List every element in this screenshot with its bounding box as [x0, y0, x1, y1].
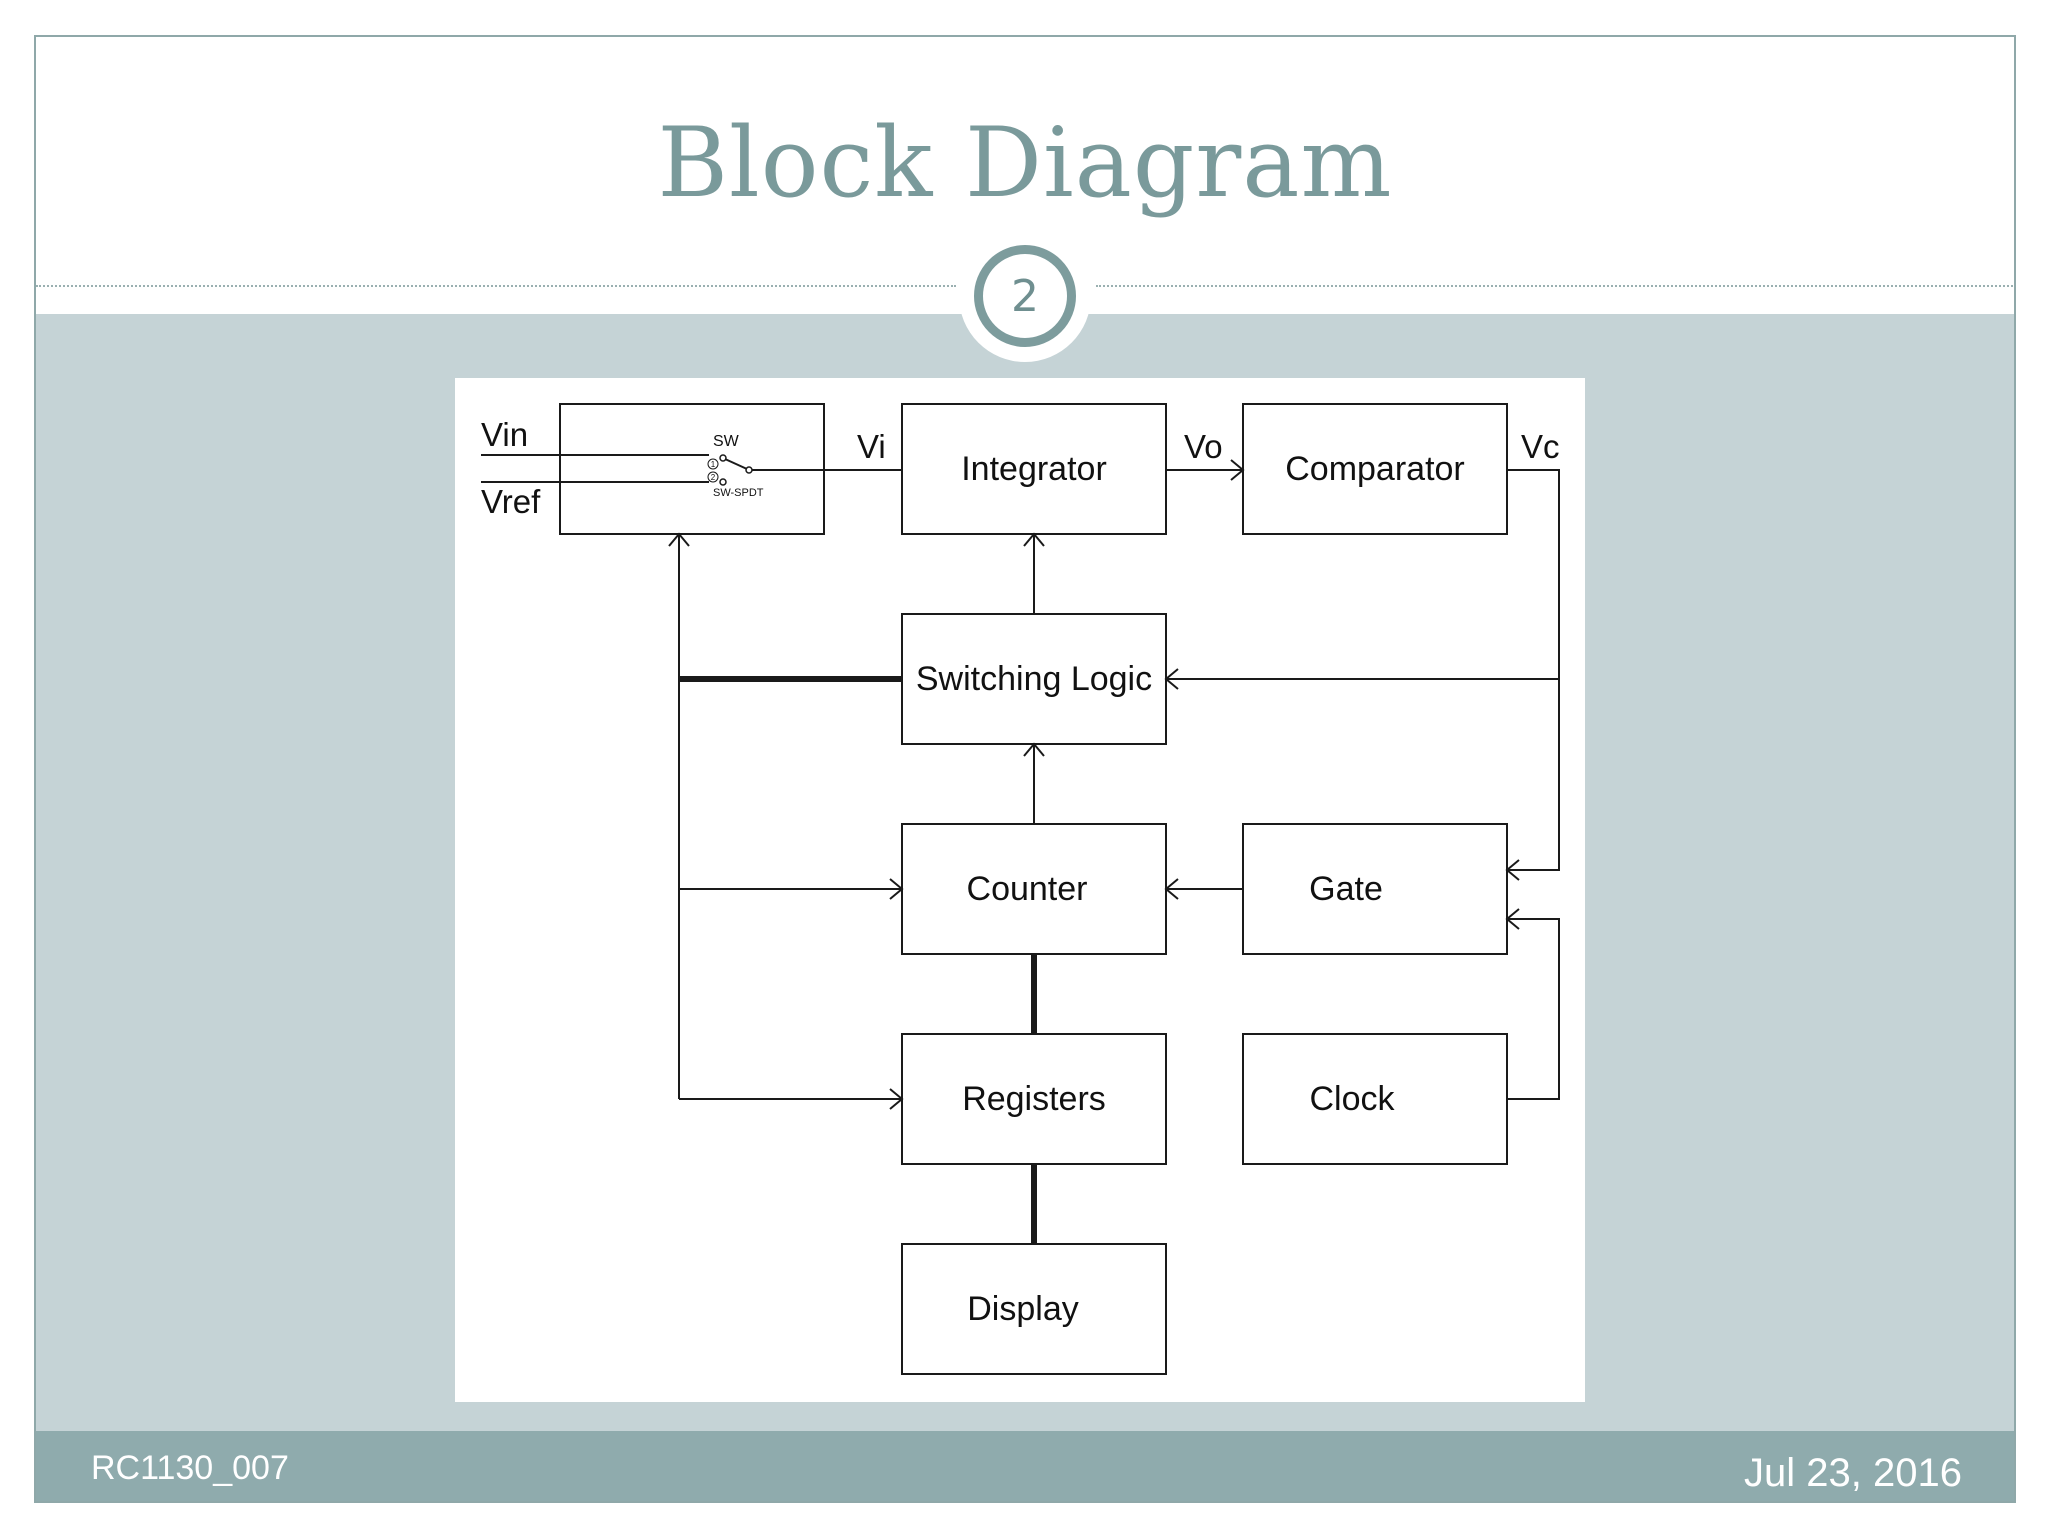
switch-control-arrowhead	[668, 532, 690, 547]
vc-bus	[1507, 469, 1560, 871]
gate-clock-arrowhead	[1505, 908, 1520, 930]
vi-label: Vi	[857, 428, 886, 465]
counter-control-arrowhead	[889, 878, 904, 900]
switch-lever	[724, 458, 748, 470]
footer-band	[36, 1431, 2014, 1501]
vin-label: Vin	[481, 416, 528, 453]
counter-gate-arrowhead	[1164, 878, 1179, 900]
switch-contact-2	[719, 478, 727, 486]
switching-logic-vc-arrowhead	[1164, 668, 1179, 690]
display-label: Display	[967, 1290, 1078, 1328]
title-divider-right	[1096, 285, 2014, 287]
slide-title: Block Diagram	[657, 107, 1393, 219]
switch-label: SW	[713, 433, 740, 450]
registers-label: Registers	[962, 1080, 1106, 1118]
switch-pin1-marker	[707, 458, 719, 470]
switching-logic-label: Switching Logic	[916, 660, 1152, 698]
switch-pin2-marker	[707, 471, 719, 483]
switch-part-label: SW-SPDT	[713, 487, 764, 499]
comparator-label: Comparator	[1285, 450, 1465, 488]
switching-logic-counter-arrowhead	[1023, 742, 1045, 757]
counter-label: Counter	[967, 870, 1088, 908]
switch-pin1-label: 1	[711, 460, 716, 469]
block-diagram: Integrator Comparator Switching Logic Co…	[481, 403, 1560, 1375]
switch-common	[745, 466, 753, 474]
page-number-badge: 2	[974, 245, 1076, 347]
clock-label: Clock	[1309, 1080, 1395, 1118]
vc-label: Vc	[1521, 428, 1560, 465]
integrator-arrowhead	[1023, 532, 1045, 547]
registers-control-arrowhead	[889, 1088, 904, 1110]
gate-vc-arrowhead	[1505, 859, 1520, 881]
switch-pin2-label: 2	[711, 473, 716, 482]
vo-label: Vo	[1184, 428, 1223, 465]
title-divider-left	[36, 285, 956, 287]
integrator-label: Integrator	[961, 450, 1107, 488]
vo-arrowhead	[1230, 459, 1245, 481]
slide: Block Diagram 2	[34, 35, 2016, 1503]
vref-label: Vref	[481, 483, 541, 520]
footer-date: Jul 23, 2016	[1744, 1451, 1962, 1495]
switch-contact-1	[719, 454, 727, 462]
footer-slide-id: RC1130_007	[91, 1449, 289, 1487]
block-diagram-panel: Integrator Comparator Switching Logic Co…	[455, 378, 1585, 1402]
clock-to-gate-line	[1507, 918, 1560, 1100]
gate-label: Gate	[1309, 870, 1383, 908]
